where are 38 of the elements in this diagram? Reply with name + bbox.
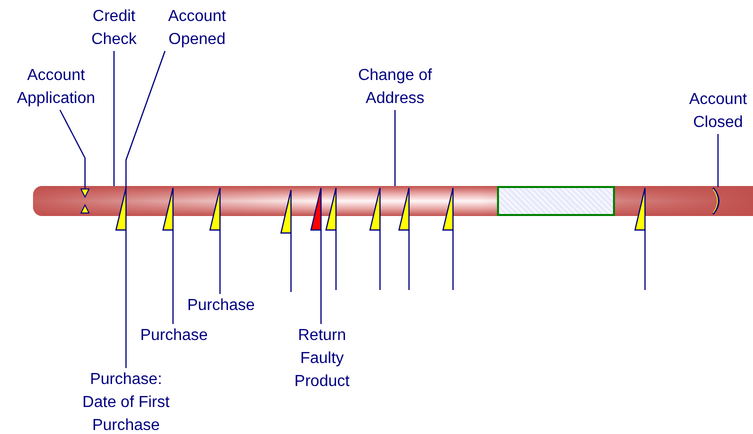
leader-line	[320, 230, 322, 324]
leader-line	[394, 110, 396, 186]
event-label: Account Opened	[160, 5, 234, 51]
event-label: Purchase	[130, 324, 218, 347]
arc-marker	[712, 187, 722, 215]
leader-line	[290, 233, 292, 292]
leader-line	[379, 230, 381, 290]
leader-line	[59, 110, 86, 188]
flag-marker	[443, 188, 453, 230]
event-label: Purchase: Date of First Purchase	[76, 368, 176, 434]
flag-marker	[370, 188, 380, 230]
leader-line	[408, 230, 410, 290]
leader-line	[219, 230, 221, 294]
leader-line	[125, 230, 127, 368]
flag-marker	[399, 188, 409, 230]
timeline-bar	[33, 186, 753, 216]
event-label: Change of Address	[348, 64, 442, 110]
flag-marker	[311, 188, 321, 230]
event-label: Return Faulty Product	[284, 324, 360, 394]
event-label: Account Application	[6, 64, 106, 110]
leader-line	[125, 50, 166, 188]
leader-line	[452, 230, 454, 290]
flag-marker	[326, 188, 336, 230]
flag-marker	[163, 188, 173, 230]
leader-line	[113, 51, 115, 186]
leader-line	[335, 230, 337, 290]
event-label: Account Closed	[682, 88, 753, 134]
leader-line	[172, 230, 174, 324]
event-label: Purchase	[178, 294, 264, 317]
flag-marker	[281, 190, 291, 233]
flag-marker	[210, 188, 220, 230]
leader-line	[717, 134, 719, 187]
event-label: Credit Check	[84, 5, 144, 51]
flag-marker	[635, 188, 645, 230]
bowtie-marker	[80, 188, 90, 214]
leader-line	[644, 230, 646, 290]
flag-marker	[116, 188, 126, 230]
highlight-box	[497, 186, 615, 216]
